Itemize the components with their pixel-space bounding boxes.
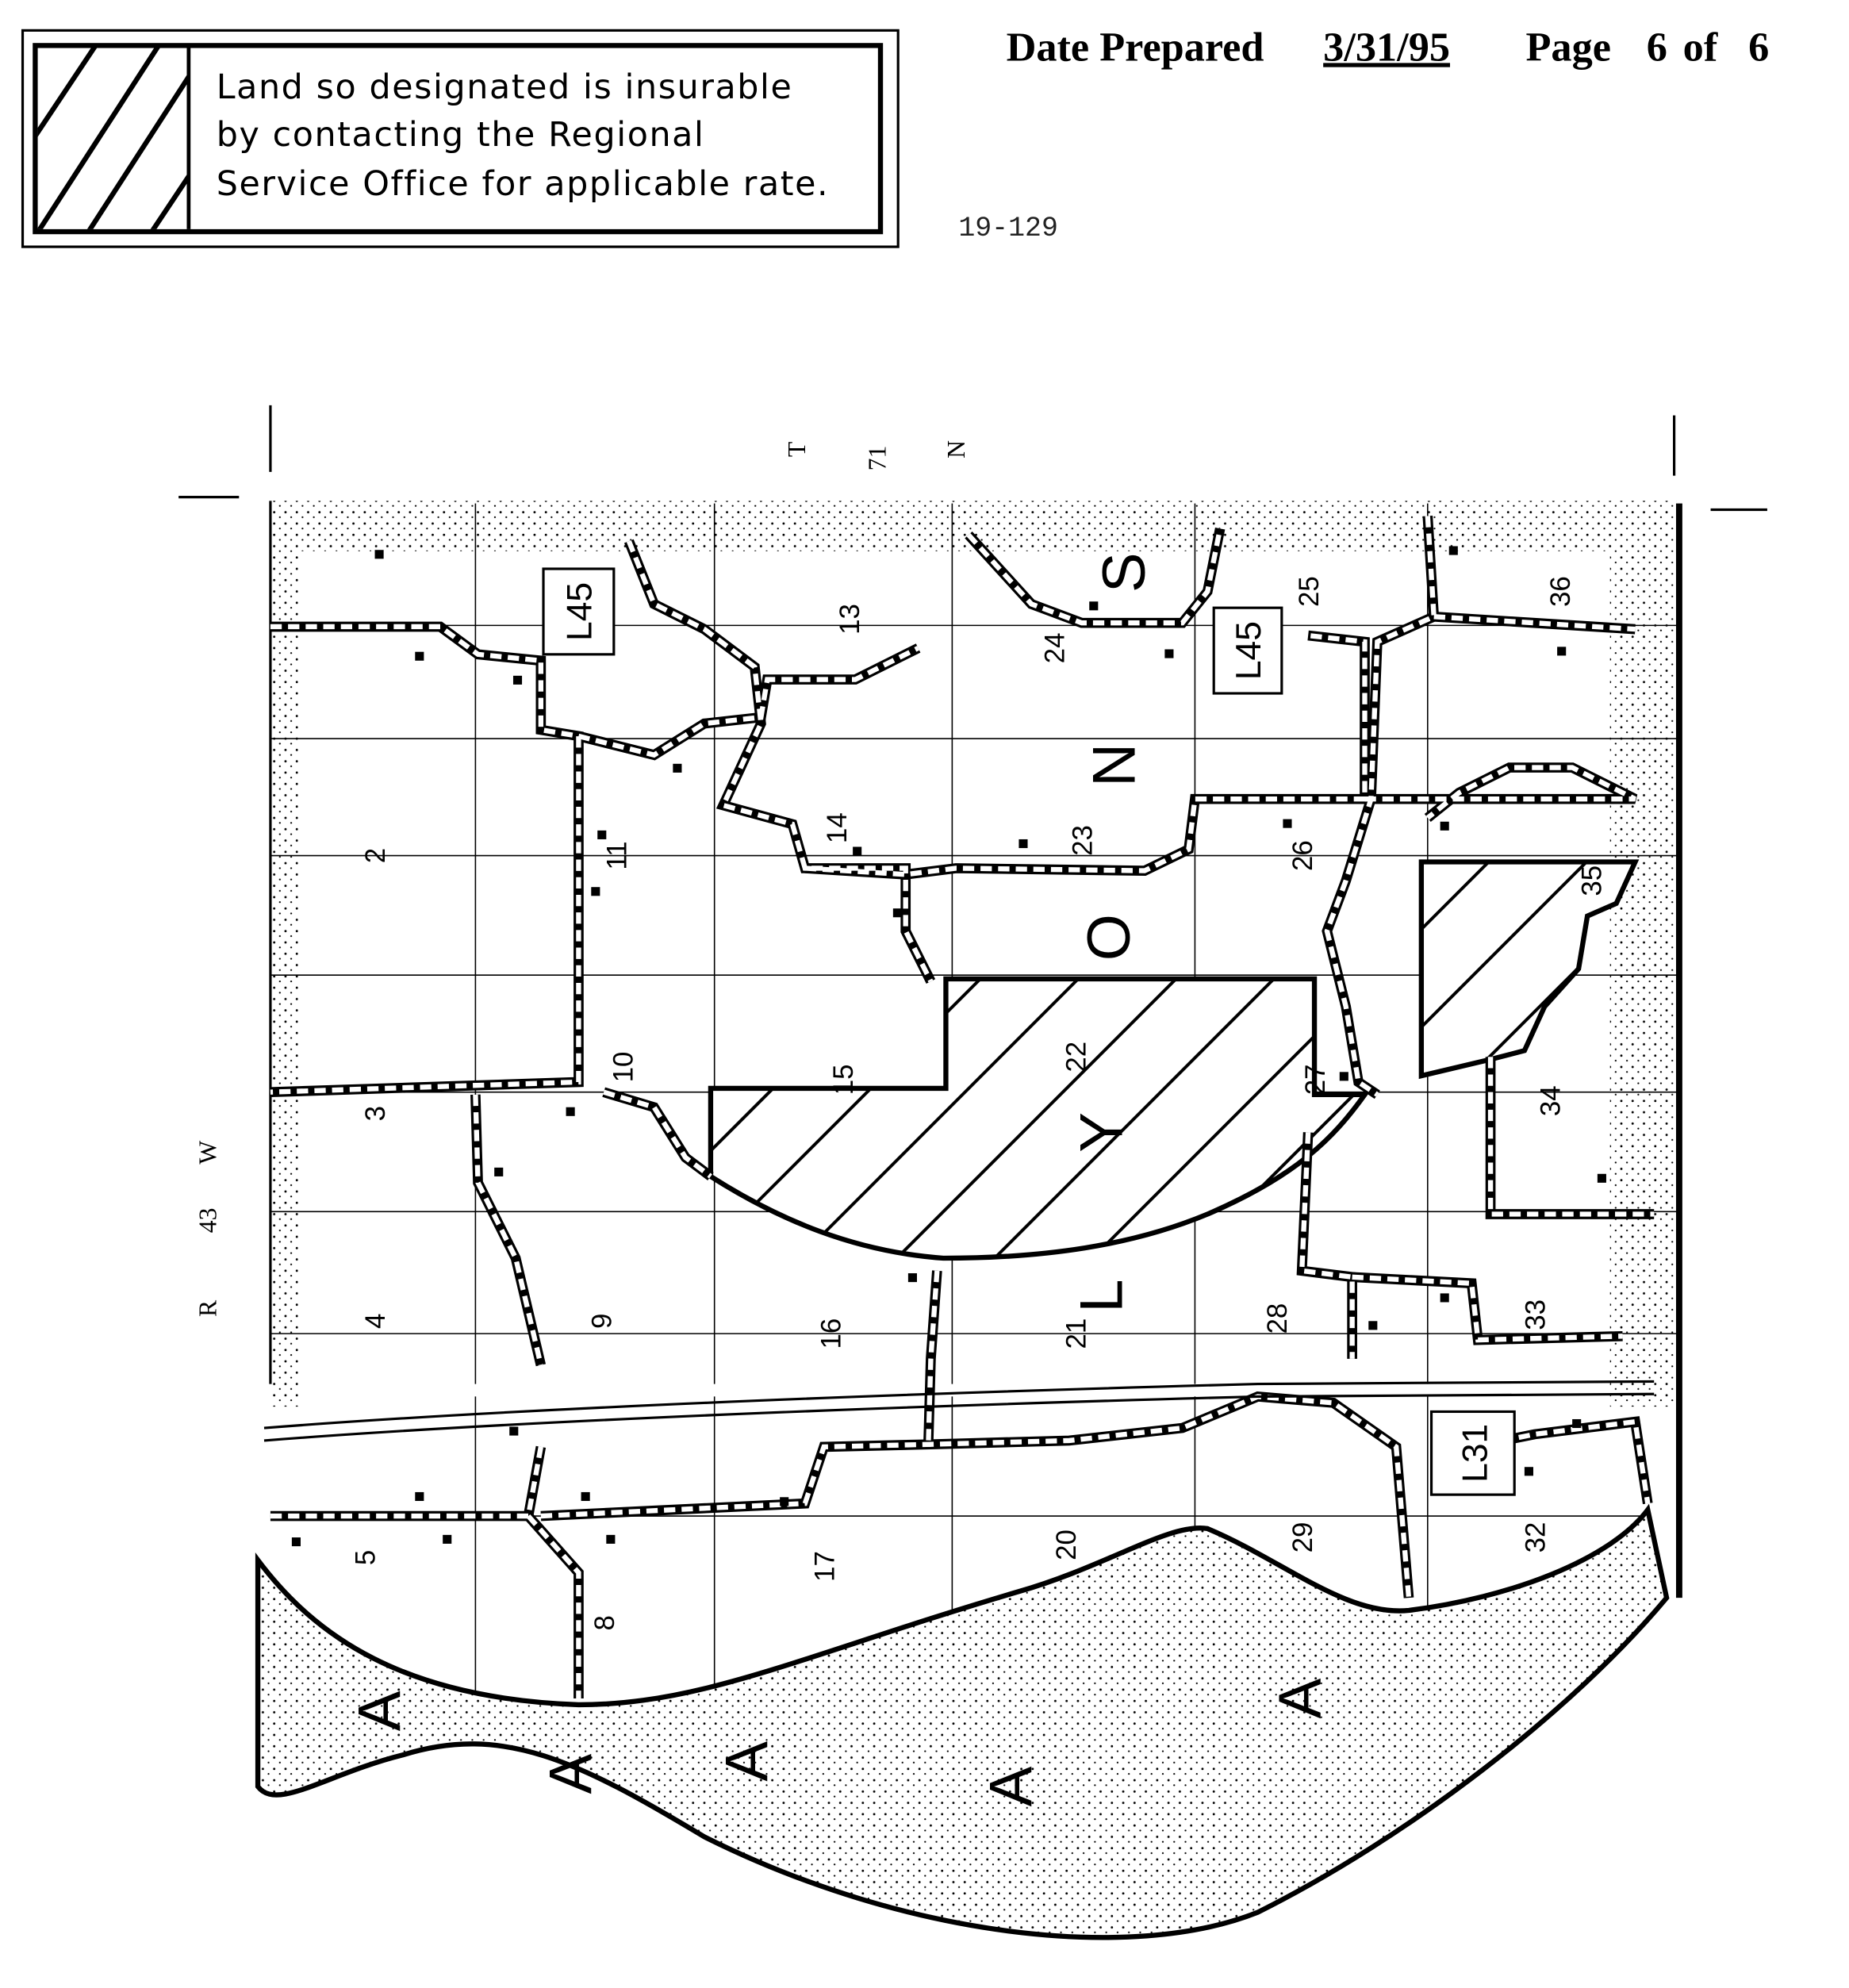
- legend-hatch-swatch: [37, 48, 191, 229]
- map-area: L45 L45 L31 S N O Y L A A A A A 13: [255, 501, 1682, 1940]
- legend-line-3: Service Office for applicable rate.: [217, 164, 830, 204]
- insurable-area-1: [708, 976, 1370, 1261]
- range-label: R 43 W: [194, 1141, 222, 1317]
- svg-text:22: 22: [1061, 1042, 1091, 1073]
- county-name-letters: S N O Y L: [1068, 552, 1158, 1312]
- svg-text:24: 24: [1040, 633, 1071, 664]
- svg-text:5: 5: [351, 1550, 382, 1565]
- svg-text:16: 16: [815, 1318, 846, 1349]
- svg-text:26: 26: [1287, 840, 1318, 871]
- svg-text:25: 25: [1294, 576, 1325, 607]
- svg-text:L45: L45: [560, 582, 599, 641]
- date-prepared-value: 3/31/95: [1323, 24, 1450, 70]
- svg-text:8: 8: [589, 1615, 620, 1630]
- svg-text:S: S: [1091, 552, 1158, 593]
- levee-label-l45-east: L45: [1212, 606, 1283, 695]
- svg-text:W: W: [194, 1141, 222, 1165]
- svg-text:L31: L31: [1456, 1424, 1494, 1483]
- svg-text:28: 28: [1262, 1303, 1293, 1334]
- svg-text:20: 20: [1051, 1529, 1082, 1560]
- page-total: 6: [1748, 24, 1769, 70]
- svg-text:14: 14: [822, 812, 853, 843]
- legend-line-1: Land so designated is insurable: [217, 67, 793, 107]
- svg-text:Y: Y: [1068, 1112, 1135, 1153]
- svg-text:32: 32: [1520, 1522, 1551, 1553]
- svg-text:33: 33: [1520, 1299, 1551, 1330]
- svg-text:A: A: [713, 1741, 781, 1782]
- svg-text:13: 13: [834, 604, 865, 635]
- insurable-area-2: [1418, 859, 1640, 1080]
- section-numbers: 13 14 23 26 25 36 24 11 2 10 3 15 22 27 …: [351, 576, 1608, 1630]
- page-label: Page: [1525, 24, 1611, 70]
- svg-text:4: 4: [360, 1314, 391, 1329]
- highway: [263, 1380, 1655, 1442]
- lake-area: [255, 1503, 1670, 1940]
- legend-line-2: by contacting the Regional: [217, 115, 705, 155]
- lake-letters: A A A A A: [346, 1678, 1334, 1806]
- svg-text:27: 27: [1300, 1064, 1331, 1095]
- svg-text:43: 43: [194, 1208, 222, 1234]
- svg-text:36: 36: [1545, 576, 1576, 607]
- township-label: T 71 N: [783, 440, 970, 470]
- levee-label-l45-west: L45: [542, 567, 616, 656]
- svg-text:L45: L45: [1229, 621, 1268, 680]
- document-number: 19-129: [958, 213, 1058, 244]
- svg-text:A: A: [1267, 1678, 1334, 1718]
- svg-text:N: N: [942, 440, 970, 459]
- levee-label-l31: L31: [1429, 1410, 1516, 1496]
- svg-text:23: 23: [1067, 825, 1098, 856]
- svg-text:A: A: [977, 1766, 1045, 1806]
- corner-ticks: [178, 405, 1767, 512]
- building-markers: [291, 546, 1606, 1547]
- svg-text:11: 11: [602, 841, 633, 869]
- svg-text:29: 29: [1287, 1522, 1318, 1553]
- svg-text:71: 71: [863, 446, 891, 471]
- svg-text:A: A: [346, 1691, 413, 1731]
- svg-text:9: 9: [587, 1314, 618, 1329]
- page-of: of: [1683, 24, 1718, 70]
- svg-text:T: T: [783, 442, 811, 457]
- svg-text:17: 17: [809, 1551, 840, 1582]
- svg-text:35: 35: [1577, 865, 1608, 896]
- svg-text:L: L: [1068, 1279, 1135, 1312]
- svg-text:2: 2: [360, 848, 391, 863]
- svg-text:N: N: [1080, 743, 1148, 787]
- svg-text:34: 34: [1535, 1085, 1566, 1116]
- roads: [270, 516, 1655, 1698]
- svg-text:A: A: [537, 1754, 604, 1794]
- legend-box: Land so designated is insurable by conta…: [21, 29, 900, 248]
- svg-text:O: O: [1076, 914, 1143, 961]
- svg-text:21: 21: [1061, 1318, 1091, 1349]
- svg-text:R: R: [194, 1299, 222, 1317]
- svg-text:3: 3: [360, 1106, 391, 1121]
- page-current: 6: [1647, 24, 1667, 70]
- date-prepared-label: Date Prepared: [1007, 24, 1264, 70]
- svg-text:10: 10: [608, 1052, 639, 1083]
- svg-text:15: 15: [828, 1064, 859, 1095]
